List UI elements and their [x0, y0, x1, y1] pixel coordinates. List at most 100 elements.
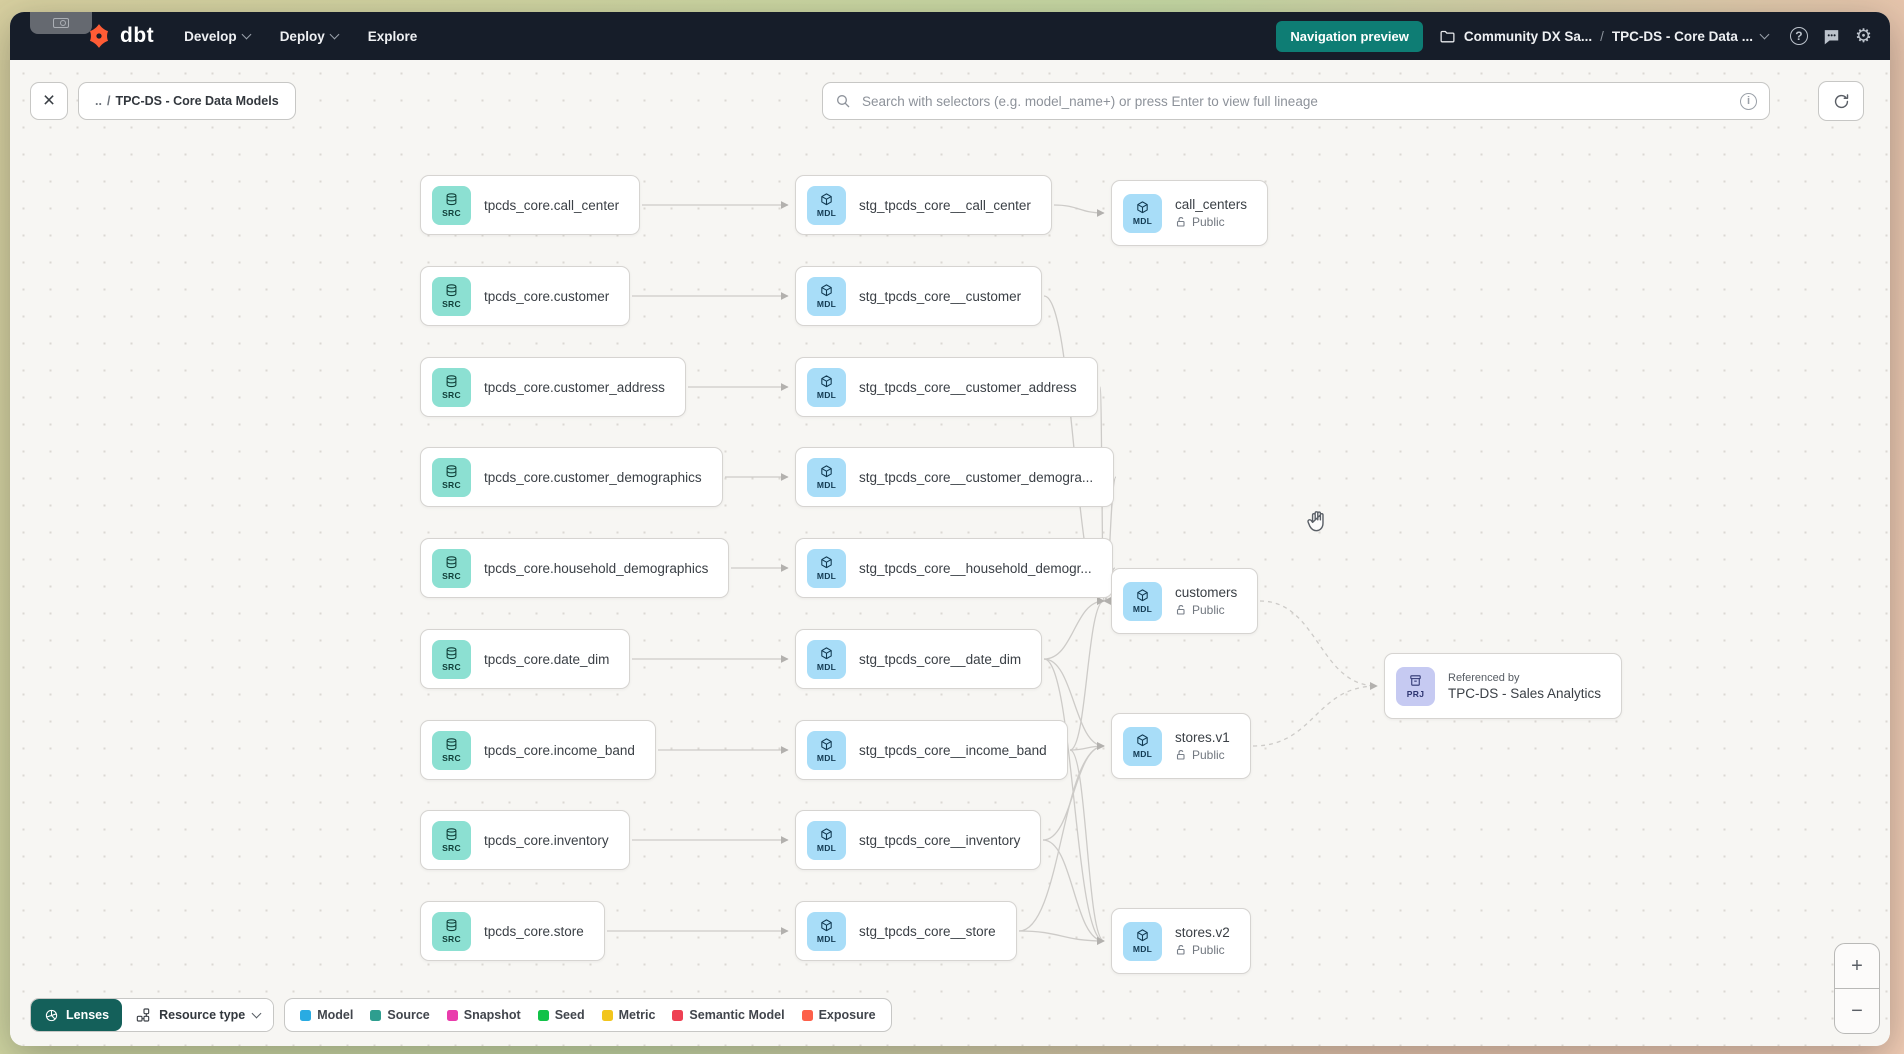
legend-item: Snapshot: [446, 1008, 521, 1022]
source-badge-icon: SRC: [432, 820, 471, 860]
source-badge-icon: SRC: [432, 367, 471, 407]
breadcrumb-page[interactable]: TPC-DS - Core Data ...: [1611, 28, 1753, 44]
source-badge-icon: SRC: [432, 730, 471, 770]
database-icon: [446, 465, 457, 478]
model-node[interactable]: MDL stg_tpcds_core__household_demogr...: [795, 538, 1113, 598]
node-label: stores.v2: [1175, 925, 1230, 940]
cube-icon: [821, 193, 832, 206]
referenced-project-name: TPC-DS - Sales Analytics: [1448, 685, 1602, 701]
breadcrumb: Community DX Sa... / TPC-DS - Core Data …: [1439, 28, 1770, 45]
public-model-node[interactable]: MDL customers Public: [1111, 568, 1259, 634]
cube-icon: [821, 828, 832, 841]
model-badge-icon: MDL: [1123, 193, 1162, 233]
folder-icon: [1440, 30, 1455, 42]
chevron-down-icon: [329, 29, 340, 40]
refresh-button[interactable]: [1818, 81, 1864, 121]
node-label: stg_tpcds_core__household_demogr...: [859, 560, 1092, 576]
app-window: dbt Develop Deploy Explore Navigation pr…: [10, 12, 1890, 1046]
node-label: tpcds_core.customer_demographics: [484, 469, 702, 485]
node-label: tpcds_core.customer: [484, 288, 610, 304]
model-node[interactable]: MDL stg_tpcds_core__customer: [795, 266, 1043, 326]
source-node[interactable]: SRC tpcds_core.customer_demographics: [420, 447, 723, 507]
source-node[interactable]: SRC tpcds_core.household_demographics: [420, 538, 730, 598]
cube-icon: [821, 375, 832, 388]
source-node[interactable]: SRC tpcds_core.call_center: [420, 175, 641, 235]
lineage-chip-name: TPC-DS - Core Data Models: [115, 94, 279, 108]
breadcrumb-project[interactable]: Community DX Sa...: [1463, 28, 1593, 44]
feedback-chat-icon[interactable]: [1822, 27, 1841, 46]
cube-icon: [1137, 929, 1148, 942]
source-node[interactable]: SRC tpcds_core.income_band: [420, 720, 656, 780]
help-icon[interactable]: ?: [1789, 27, 1808, 45]
source-node[interactable]: SRC tpcds_core.date_dim: [420, 629, 631, 689]
dbt-logo[interactable]: dbt: [84, 21, 154, 51]
gear-icon[interactable]: ⚙: [1854, 25, 1872, 47]
graph-nodes-layer: SRC tpcds_core.call_center SRC tpcds_cor…: [10, 12, 1890, 1046]
search-input[interactable]: [860, 92, 1731, 110]
model-badge-icon: MDL: [807, 276, 846, 316]
node-label: tpcds_core.inventory: [484, 832, 609, 848]
breadcrumb-separator: /: [1600, 28, 1604, 44]
search-icon: [837, 95, 850, 108]
top-navbar: dbt Develop Deploy Explore Navigation pr…: [10, 12, 1890, 60]
lineage-chip-back[interactable]: ..: [95, 94, 102, 108]
model-node[interactable]: MDL stg_tpcds_core__income_band: [795, 720, 1068, 780]
access-label: Public: [1175, 943, 1230, 957]
chevron-down-icon: [251, 1008, 262, 1019]
source-node[interactable]: SRC tpcds_core.inventory: [420, 810, 630, 870]
database-icon: [446, 828, 457, 841]
chevron-down-icon: [241, 29, 252, 40]
model-node[interactable]: MDL stg_tpcds_core__customer_address: [795, 357, 1098, 417]
camera-icon: [53, 18, 69, 28]
model-badge-icon: MDL: [807, 730, 846, 770]
legend-swatch: [300, 1009, 312, 1021]
resource-type-button[interactable]: Resource type: [122, 999, 274, 1031]
cube-icon: [1137, 589, 1148, 602]
lineage-breadcrumb-chip[interactable]: .. / TPC-DS - Core Data Models: [78, 82, 296, 120]
database-icon: [446, 647, 457, 660]
legend-item: Exposure: [801, 1008, 876, 1022]
lineage-chip-sep: /: [106, 94, 111, 108]
source-node[interactable]: SRC tpcds_core.customer_address: [420, 357, 686, 417]
legend-item: Metric: [601, 1008, 655, 1022]
info-icon[interactable]: i: [1740, 92, 1757, 110]
screen-capture-tab: [30, 12, 92, 34]
dbt-logo-icon: [90, 24, 108, 48]
public-model-node[interactable]: MDL call_centers Public: [1111, 180, 1269, 246]
nav-item-deploy[interactable]: Deploy: [280, 29, 340, 44]
legend-item: Source: [370, 1008, 430, 1022]
node-label: tpcds_core.date_dim: [484, 651, 610, 667]
bottom-controls: Lenses Resource type Model Source Snapsh…: [30, 998, 892, 1032]
model-badge-icon: MDL: [1123, 581, 1162, 621]
close-lineage-button[interactable]: ×: [30, 82, 68, 120]
chevron-down-icon[interactable]: [1759, 29, 1770, 40]
source-badge-icon: SRC: [432, 276, 471, 316]
zoom-in-button[interactable]: +: [1835, 944, 1879, 988]
model-node[interactable]: MDL stg_tpcds_core__store: [795, 901, 1017, 961]
source-badge-icon: SRC: [432, 548, 471, 588]
source-node[interactable]: SRC tpcds_core.customer: [420, 266, 631, 326]
model-node[interactable]: MDL stg_tpcds_core__date_dim: [795, 629, 1043, 689]
public-model-node[interactable]: MDL stores.v2 Public: [1111, 908, 1251, 974]
model-node[interactable]: MDL stg_tpcds_core__inventory: [795, 810, 1042, 870]
model-node[interactable]: MDL stg_tpcds_core__call_center: [795, 175, 1052, 235]
node-label: stg_tpcds_core__date_dim: [859, 651, 1022, 667]
model-node[interactable]: MDL stg_tpcds_core__customer_demogra...: [795, 447, 1115, 507]
public-model-node[interactable]: MDL stores.v1 Public: [1111, 713, 1251, 779]
search-bar: i: [822, 82, 1770, 120]
database-icon: [446, 556, 457, 569]
nav-item-develop[interactable]: Develop: [184, 29, 252, 44]
zoom-out-button[interactable]: −: [1835, 989, 1879, 1033]
node-label: stg_tpcds_core__customer_address: [859, 379, 1077, 395]
nav-item-explore[interactable]: Explore: [367, 28, 418, 44]
access-label: Public: [1175, 215, 1247, 229]
cube-icon: [821, 738, 832, 751]
node-label: stg_tpcds_core__inventory: [859, 832, 1021, 848]
node-label: stores.v1: [1175, 730, 1230, 745]
lock-open-icon: [1176, 945, 1185, 955]
referenced-project-node[interactable]: PRJ Referenced by TPC-DS - Sales Analyti…: [1384, 653, 1623, 719]
lenses-button[interactable]: Lenses: [31, 999, 123, 1031]
navigation-preview-button[interactable]: Navigation preview: [1276, 20, 1423, 52]
source-badge-icon: SRC: [432, 639, 471, 679]
source-node[interactable]: SRC tpcds_core.store: [420, 901, 605, 961]
